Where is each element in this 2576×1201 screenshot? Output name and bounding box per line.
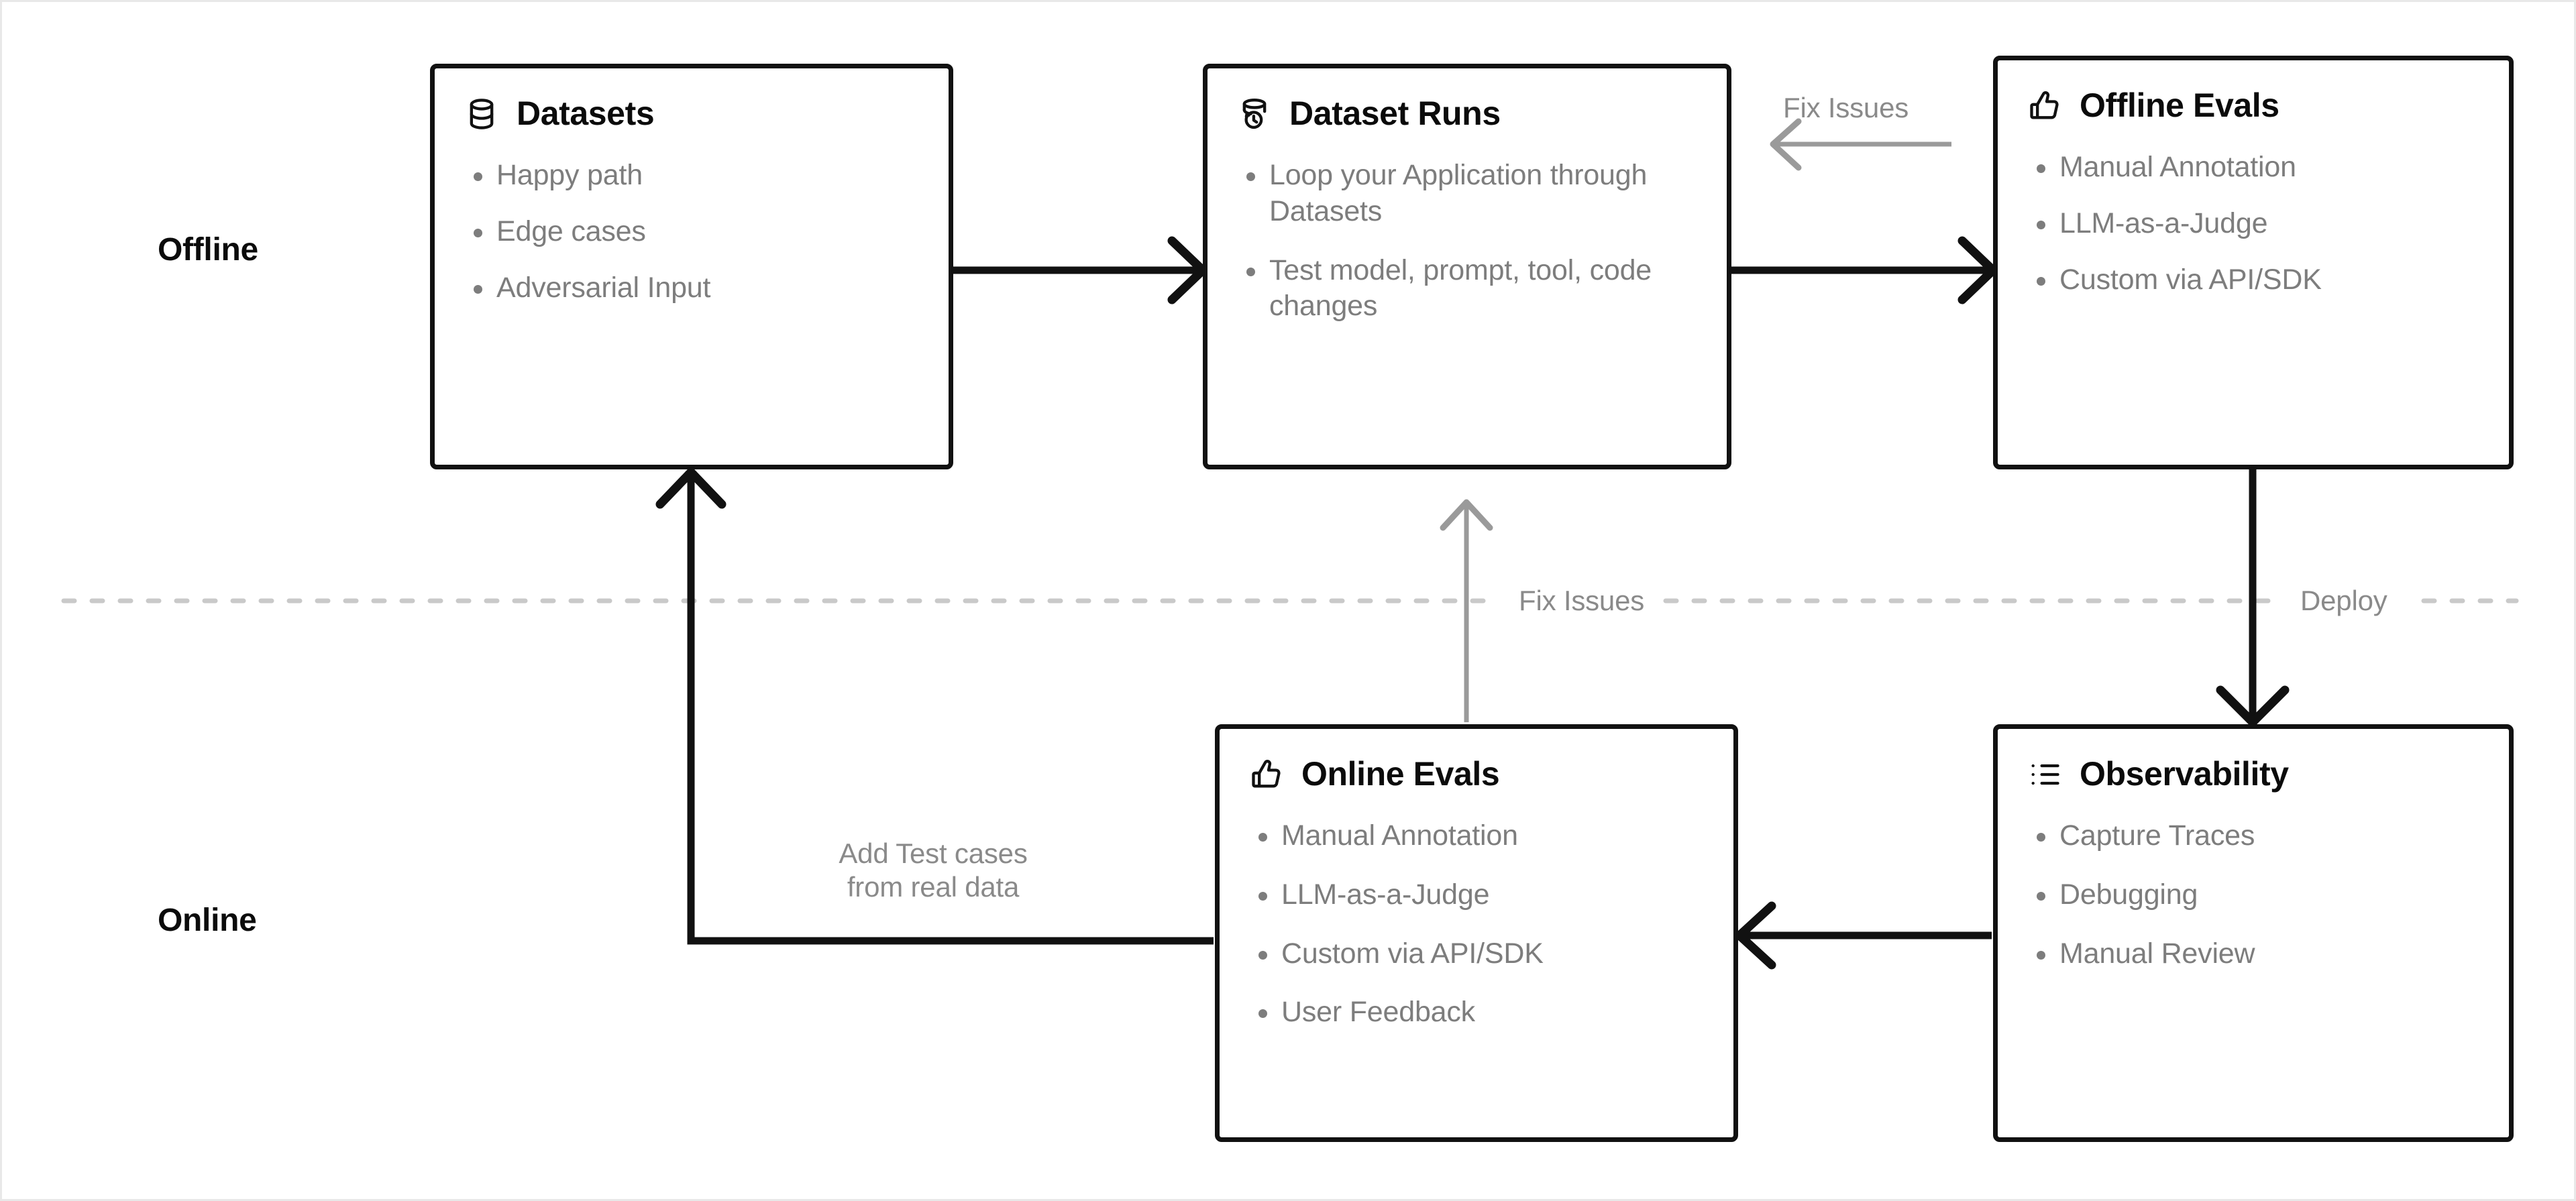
divider-label-deploy: Deploy bbox=[2288, 584, 2400, 618]
node-offline-evals[interactable]: Offline Evals Manual Annotation LLM-as-a… bbox=[1993, 56, 2514, 469]
node-online-evals-title: Online Evals bbox=[1301, 755, 1500, 793]
node-datasets-bullets: Happy path Edge cases Adversarial Input bbox=[464, 158, 919, 306]
node-observability-bullets: Capture Traces Debugging Manual Review bbox=[2027, 818, 2479, 972]
list-item: Manual Annotation bbox=[1249, 818, 1704, 854]
edge-observability-to-online-evals bbox=[1735, 901, 1992, 970]
node-dataset-runs-header: Dataset Runs bbox=[1237, 95, 1697, 132]
node-observability[interactable]: Observability Capture Traces Debugging M… bbox=[1993, 724, 2514, 1142]
node-online-evals[interactable]: Online Evals Manual Annotation LLM-as-a-… bbox=[1215, 724, 1738, 1142]
node-datasets-title: Datasets bbox=[517, 95, 655, 132]
list-item: Capture Traces bbox=[2027, 818, 2479, 854]
node-online-evals-bullets: Manual Annotation LLM-as-a-Judge Custom … bbox=[1249, 818, 1704, 1031]
list-item: Loop your Application through Datasets bbox=[1237, 158, 1697, 230]
list-item: LLM-as-a-Judge bbox=[2027, 206, 2479, 242]
lane-label-online: Online bbox=[158, 903, 257, 938]
list-item: Edge cases bbox=[464, 214, 919, 250]
list-item: LLM-as-a-Judge bbox=[1249, 877, 1704, 913]
node-dataset-runs-title: Dataset Runs bbox=[1289, 95, 1501, 132]
edge-label-fix-issues-top: Fix Issues bbox=[1783, 92, 1909, 123]
edge-label-add-test-cases-line1: Add Test cases bbox=[839, 838, 1028, 869]
node-dataset-runs[interactable]: Dataset Runs Loop your Application throu… bbox=[1203, 64, 1731, 469]
node-offline-evals-title: Offline Evals bbox=[2080, 87, 2279, 124]
database-refresh-icon bbox=[1237, 97, 1272, 131]
edge-label-add-test-cases-line2: from real data bbox=[847, 871, 1020, 903]
thumbs-up-icon bbox=[2027, 89, 2062, 123]
thumbs-up-icon bbox=[1249, 757, 1284, 792]
edge-datasets-to-dataset-runs bbox=[953, 236, 1208, 304]
edge-label-add-test-cases: Add Test cases from real data bbox=[812, 837, 1054, 905]
list-item: Debugging bbox=[2027, 877, 2479, 913]
list-item: User Feedback bbox=[1249, 994, 1704, 1031]
edge-offline-evals-to-dataset-runs bbox=[1770, 118, 1951, 171]
node-online-evals-header: Online Evals bbox=[1249, 756, 1704, 793]
edge-offline-evals-to-observability bbox=[2216, 469, 2290, 727]
node-observability-title: Observability bbox=[2080, 755, 2289, 793]
node-offline-evals-bullets: Manual Annotation LLM-as-a-Judge Custom … bbox=[2027, 150, 2479, 298]
list-item: Custom via API/SDK bbox=[2027, 262, 2479, 298]
list-item: Test model, prompt, tool, code changes bbox=[1237, 253, 1697, 325]
list-item: Manual Annotation bbox=[2027, 150, 2479, 186]
edge-dataset-runs-to-offline-evals bbox=[1731, 236, 1998, 304]
lane-label-offline: Offline bbox=[158, 232, 258, 268]
list-item: Adversarial Input bbox=[464, 270, 919, 306]
node-datasets-header: Datasets bbox=[464, 95, 919, 132]
divider-label-fix-issues: Fix Issues bbox=[1507, 584, 1657, 618]
list-item: Manual Review bbox=[2027, 936, 2479, 972]
node-offline-evals-header: Offline Evals bbox=[2027, 87, 2479, 124]
node-dataset-runs-bullets: Loop your Application through Datasets T… bbox=[1237, 158, 1697, 325]
database-icon bbox=[464, 97, 499, 131]
node-datasets[interactable]: Datasets Happy path Edge cases Adversari… bbox=[430, 64, 953, 469]
node-observability-header: Observability bbox=[2027, 756, 2479, 793]
list-item: Happy path bbox=[464, 158, 919, 194]
list-icon bbox=[2027, 757, 2062, 792]
list-item: Custom via API/SDK bbox=[1249, 936, 1704, 972]
edge-online-evals-to-dataset-runs bbox=[1440, 499, 1493, 722]
